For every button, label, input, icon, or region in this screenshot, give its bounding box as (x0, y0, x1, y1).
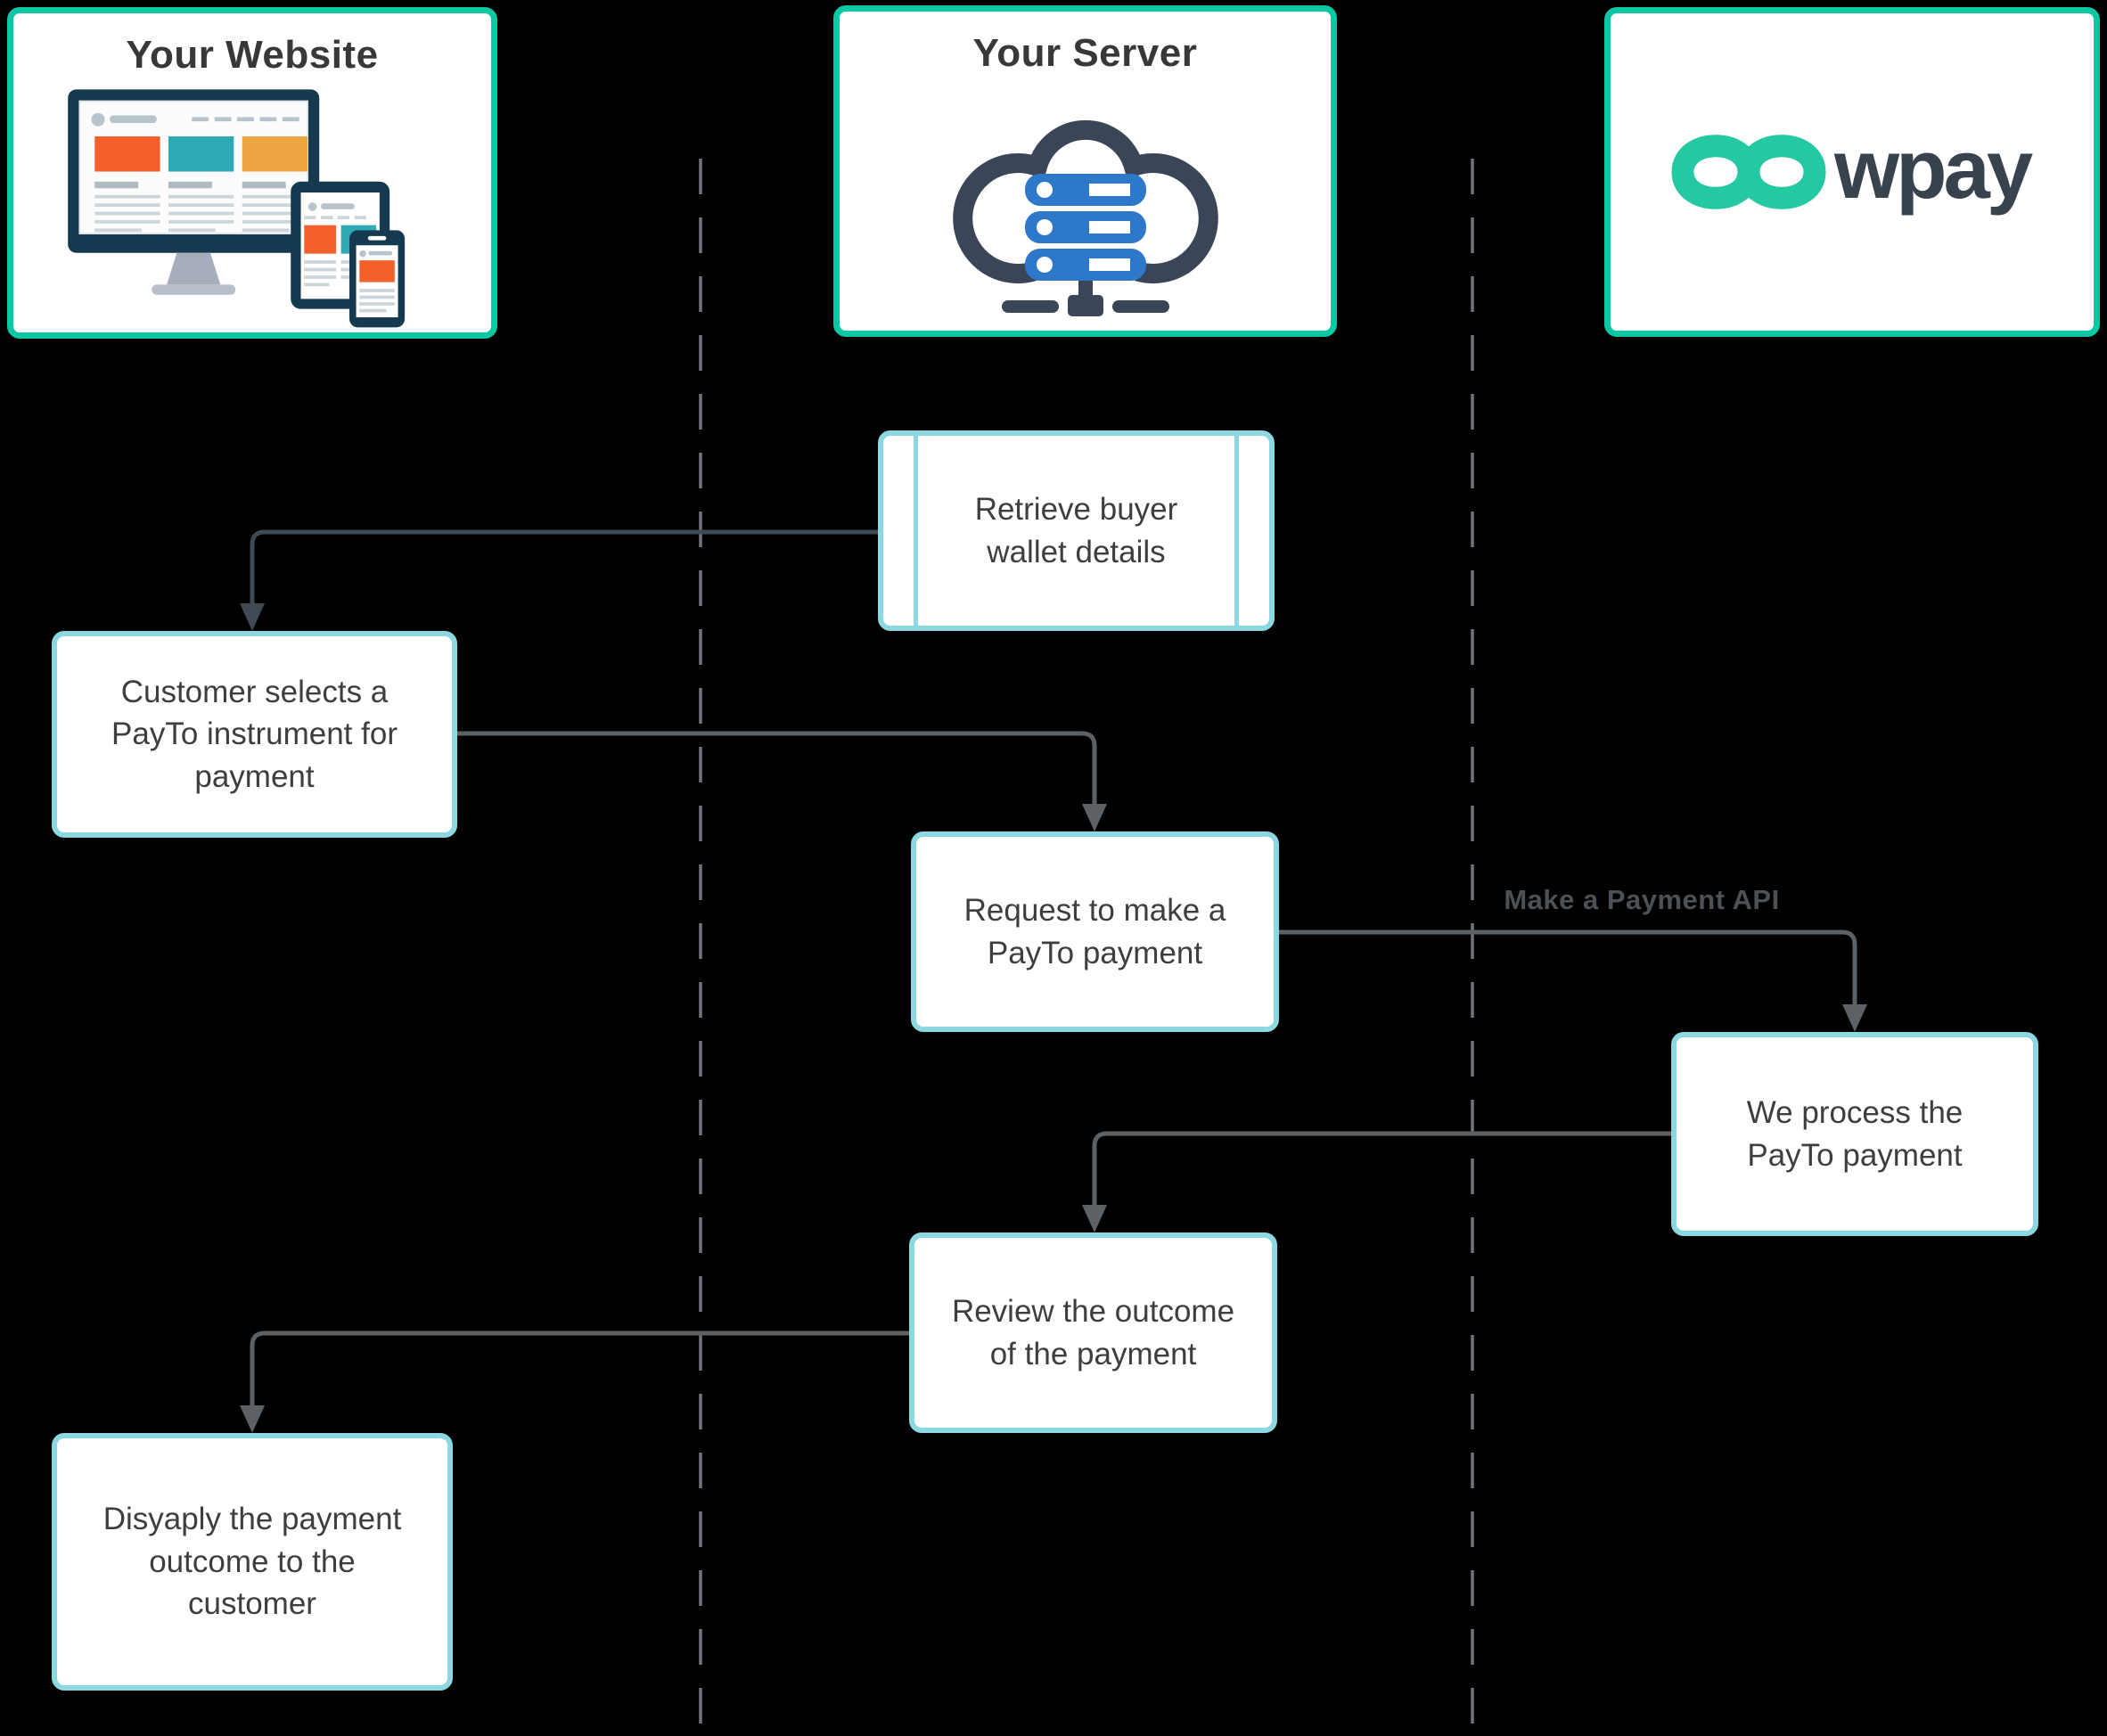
actor-box-wpay: wpay (1604, 7, 2100, 337)
predefined-process-bar (914, 436, 918, 626)
connector-retrieve-to-customer (240, 529, 878, 631)
node-label: We process the PayTo payment (1746, 1094, 1964, 1173)
predefined-process-bar (1234, 436, 1239, 626)
node-request-to-make-payto-payment: Request to make a PayTo payment (911, 831, 1279, 1032)
connector-process-to-review (1082, 1131, 1671, 1232)
node-we-process-payto-payment: We process the PayTo payment (1671, 1032, 2038, 1236)
actor-box-your-server: Your Server (833, 5, 1337, 337)
connector-label-make-a-payment-api: Make a Payment API (1504, 884, 1780, 915)
wpay-infinity-logo: wpay (1671, 122, 2037, 216)
node-label: Disyaply the payment outcome to the cust… (102, 1502, 402, 1622)
node-label: Retrieve buyer wallet details (974, 491, 1178, 569)
responsive-devices-icon (68, 89, 406, 328)
connector-customer-to-request (457, 731, 1107, 831)
node-retrieve-buyer-wallet-details: Retrieve buyer wallet details (878, 430, 1275, 631)
connector-request-to-process (1279, 929, 1867, 1032)
connector-review-to-display (240, 1331, 909, 1433)
node-label: Review the outcome of the payment (951, 1293, 1235, 1372)
node-customer-selects-payto-instrument: Customer selects a PayTo instrument for … (52, 631, 457, 838)
actor-title-your-website: Your Website (126, 33, 379, 77)
actor-box-your-website: Your Website (7, 7, 497, 339)
node-label: Customer selects a PayTo instrument for … (111, 674, 398, 794)
node-label: Request to make a PayTo payment (963, 892, 1226, 970)
cloud-server-icon (952, 119, 1218, 316)
node-display-payment-outcome: Disyaply the payment outcome to the cust… (52, 1433, 453, 1691)
actor-title-your-server: Your Server (972, 31, 1198, 75)
node-review-outcome-of-payment: Review the outcome of the payment (909, 1232, 1277, 1433)
wpay-logo-text: wpay (1833, 122, 2033, 216)
